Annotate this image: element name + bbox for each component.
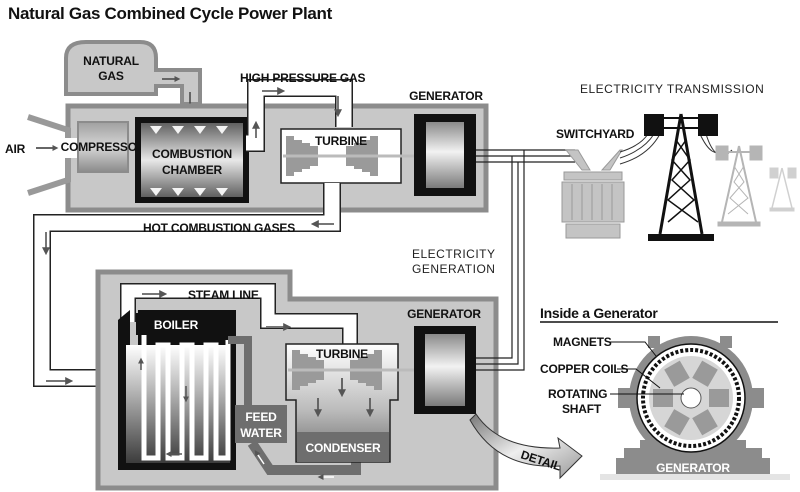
callout-copper-coils: COPPER COILS [540,362,628,376]
natural-gas-label-1: NATURAL [83,54,139,68]
upper-turbine-label: TURBINE [315,134,367,148]
page-title: Natural Gas Combined Cycle Power Plant [8,4,333,23]
lower-generator-core [425,334,465,406]
upper-generator-core [426,122,464,188]
condensate-return-pipe [247,440,361,475]
compressor-label: COMPRESSOR [61,140,146,154]
callout-shaft: SHAFT [562,402,602,416]
feed-water-label-2: WATER [240,426,282,440]
transmission-tower-faded [715,145,763,227]
high-pressure-gas-label: HIGH PRESSURE GAS [240,71,365,85]
transformer-fins [571,184,613,220]
feed-water-label-1: FEED [245,410,277,424]
lower-turbine-label: TURBINE [316,347,368,361]
coil-block [664,409,690,436]
air-label: AIR [5,142,26,156]
boiler-label: BOILER [154,318,199,332]
boiler-tubes [141,335,231,461]
combustion-label-1: COMBUSTION [152,147,232,161]
coil-block [692,409,718,436]
rotating-shaft [680,387,702,409]
inset-title: Inside a Generator [540,305,658,321]
electricity-generation-label-1: ELECTRICITY [412,247,496,261]
natural-gas-label-2: GAS [98,69,124,83]
natural-gas-tank [64,40,202,106]
return-arrow [254,450,265,465]
electricity-generation-label-2: GENERATION [412,262,495,276]
coil-block [653,389,673,407]
condenser-base [297,432,389,462]
transmission-tower-main [644,113,718,241]
power-lines [476,149,575,371]
generator-cutaway [600,336,790,480]
boiler-header [136,313,232,335]
compressor [77,121,129,173]
coil-block [692,360,718,387]
generator-shadow [600,474,790,480]
callout-rotating: ROTATING [548,387,607,401]
upper-generator-label: GENERATOR [409,89,483,103]
generator-base-label: GENERATOR [656,461,730,475]
high-pressure-gas-pipe [246,80,352,151]
callout-magnets: MAGNETS [553,335,612,349]
detail-arrow [469,413,583,480]
feed-water-box [235,405,287,443]
switchyard-transformer [561,149,625,239]
coil-block [664,360,690,387]
feed-water-pipe [228,336,252,410]
stator-magnets [641,348,741,448]
flame-glyphs [150,126,228,196]
condenser-label: CONDENSER [306,441,381,455]
generator-plinth [616,458,770,474]
steam-line-label: STEAM LINE [188,288,259,302]
steam-line [121,284,357,344]
lower-generator-label: GENERATOR [407,307,481,321]
transmission-tower-far [769,167,797,212]
hot-combustion-gases-label: HOT COMBUSTION GASES [143,221,295,235]
combustion-label-2: CHAMBER [162,163,222,177]
copper-coils [653,360,729,436]
coil-block [709,389,729,407]
callout-leaders [608,341,684,395]
electricity-transmission-label: ELECTRICITY TRANSMISSION [580,82,764,96]
switchyard-label: SWITCHYARD [556,127,635,141]
